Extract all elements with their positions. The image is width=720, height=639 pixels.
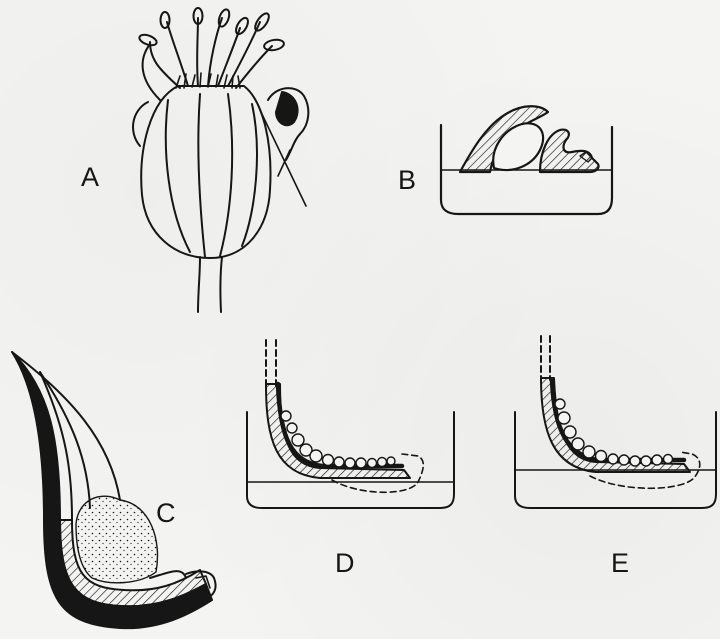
panel-label-a: A: [81, 164, 99, 191]
panel-e-section: [515, 336, 716, 508]
panel-label-e: E: [611, 550, 629, 577]
panel-a-flower: [133, 8, 308, 312]
panel-c-fruit-section: [12, 352, 216, 628]
panel-b-section: [441, 106, 612, 214]
panel-label-c: C: [156, 500, 176, 527]
panel-label-b: B: [398, 167, 416, 194]
panel-d-section: [247, 340, 454, 508]
panel-label-d: D: [335, 550, 355, 577]
